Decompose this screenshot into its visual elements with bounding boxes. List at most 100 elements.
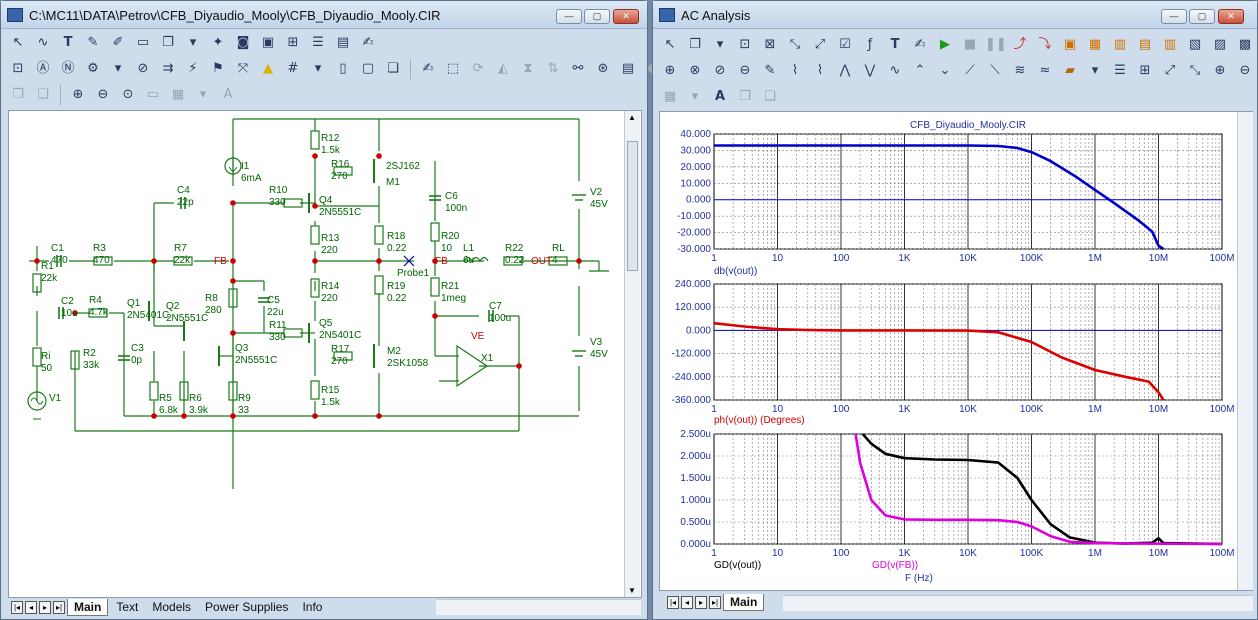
layout3-icon[interactable]: ▥ <box>1163 37 1177 52</box>
pin-connect-icon[interactable]: ⇉ <box>162 61 174 76</box>
cursor-icon[interactable]: ⤡ <box>789 37 801 52</box>
plot-horizontal-scrollbar[interactable] <box>783 595 1253 611</box>
slope-icon[interactable]: ≋ <box>1014 63 1026 78</box>
high-icon[interactable]: ⋀ <box>839 63 851 78</box>
edit-plot-icon[interactable]: ✎ <box>764 63 776 78</box>
tab-models[interactable]: Models <box>152 599 192 614</box>
zoom-out-icon[interactable]: ⊖ <box>97 87 109 102</box>
schematic-window[interactable]: C:\MC11\DATA\Petrov\CFB_Diyaudio_Mooly\C… <box>0 0 683 620</box>
binoculars-icon[interactable]: ⊛ <box>597 61 609 76</box>
node-voltages-icon[interactable]: Ⓐ <box>36 61 50 76</box>
image-tool-icon[interactable]: ▣ <box>261 35 275 50</box>
notes-icon[interactable]: ▤ <box>621 61 635 76</box>
properties-icon[interactable]: ✍ <box>422 61 434 76</box>
grid-icon[interactable]: # <box>287 61 299 76</box>
scroll-down-arrow-icon[interactable]: ▼ <box>628 586 636 595</box>
grid-toggle-icon[interactable]: ▦ <box>663 89 677 104</box>
select-tool-icon[interactable]: ↖ <box>12 35 24 50</box>
zoom-out-icon[interactable]: ⊖ <box>739 63 751 78</box>
warning-icon[interactable]: ▲ <box>263 61 273 76</box>
list-icon[interactable]: ☰ <box>1114 63 1126 78</box>
dropdown-arrow-icon[interactable]: ▾ <box>1091 63 1099 78</box>
zoom-fit-icon[interactable]: ⊙ <box>122 87 134 102</box>
power-icon[interactable]: ⚙ <box>87 61 99 76</box>
scroll-up-arrow-icon[interactable]: ▲ <box>628 113 636 122</box>
ac-titlebar[interactable]: AC Analysis — ▢ ✕ <box>653 1 1257 29</box>
next-page-icon[interactable]: ▸ <box>39 600 51 614</box>
font-icon[interactable]: A <box>714 89 726 104</box>
lightning-icon[interactable]: ⚡ <box>188 61 198 76</box>
list-tool-icon[interactable]: ☰ <box>312 35 324 50</box>
first-page-icon[interactable]: |◂ <box>11 600 23 614</box>
schematic-titlebar[interactable]: C:\MC11\DATA\Petrov\CFB_Diyaudio_Mooly\C… <box>1 1 647 29</box>
copy-tool-icon[interactable]: ❐ <box>689 37 701 52</box>
flag-icon[interactable]: ⚑ <box>212 61 224 76</box>
grid-toggle-icon[interactable]: ▦ <box>171 87 185 102</box>
layout-icon[interactable]: ▥ <box>1113 37 1127 52</box>
first-page-icon[interactable]: |◂ <box>667 595 679 609</box>
zoom-x-icon[interactable]: ⊗ <box>689 63 701 78</box>
tab-text[interactable]: Text <box>116 599 139 614</box>
zoom-region-icon[interactable]: ⊕ <box>664 63 676 78</box>
dropdown-arrow-icon[interactable]: ▾ <box>199 87 207 102</box>
mirror-icon[interactable]: ⧗ <box>523 61 533 76</box>
layout5-icon[interactable]: ▨ <box>1213 37 1227 52</box>
document-icon[interactable]: ▢ <box>361 61 375 76</box>
step-up-icon[interactable]: ⤴ <box>1013 37 1027 52</box>
step-down-icon[interactable]: ⤵ <box>1038 37 1052 52</box>
ungroup-icon[interactable]: ❏ <box>764 89 776 104</box>
schematic-vertical-scrollbar[interactable]: ▲ ▼ <box>624 111 640 597</box>
schematic-horizontal-scrollbar[interactable] <box>436 599 641 615</box>
maximize-button[interactable]: ▢ <box>584 9 610 24</box>
top-icon[interactable]: ⟋ <box>965 63 975 78</box>
step-icon[interactable]: ⇅ <box>547 61 559 76</box>
info-tool-icon[interactable]: ✦ <box>212 35 224 50</box>
minimize-button[interactable]: — <box>556 9 582 24</box>
prev-page-icon[interactable]: ◂ <box>25 600 37 614</box>
close-button[interactable]: ✕ <box>613 9 639 24</box>
node-numbers-icon[interactable]: ⊡ <box>12 61 24 76</box>
dropdown-arrow-icon[interactable]: ▾ <box>114 61 122 76</box>
layout6-icon[interactable]: ▩ <box>1238 37 1252 52</box>
camera-tool-icon[interactable]: ◙ <box>236 35 250 50</box>
wire-tool-icon[interactable]: ∿ <box>37 35 49 50</box>
tab-main[interactable]: Main <box>67 598 109 616</box>
layout4-icon[interactable]: ▧ <box>1188 37 1202 52</box>
last-page-icon[interactable]: ▸| <box>53 600 65 614</box>
fit-icon[interactable]: ⤢ <box>1164 63 1176 78</box>
dropdown-arrow-icon[interactable]: ▾ <box>189 35 197 50</box>
stop-icon[interactable]: ■ <box>963 37 977 52</box>
bottom-icon[interactable]: ⟍ <box>990 63 1000 78</box>
valley-icon[interactable]: ⌇ <box>816 63 824 78</box>
tab-power-supplies[interactable]: Power Supplies <box>205 599 289 614</box>
tab-info[interactable]: Info <box>302 599 323 614</box>
dropdown-arrow-icon[interactable]: ▾ <box>716 37 724 52</box>
wave-icon[interactable]: ≈ <box>1039 63 1051 78</box>
plot-vertical-scrollbar[interactable] <box>1237 112 1253 590</box>
scale-icon[interactable]: ⊡ <box>739 37 751 52</box>
scroll-thumb[interactable] <box>627 141 638 271</box>
group-icon[interactable]: ❐ <box>12 87 24 102</box>
run-icon[interactable]: ▶ <box>940 37 950 52</box>
zoom-out2-icon[interactable]: ⊖ <box>1239 63 1251 78</box>
edit-tool-icon[interactable]: ✍ <box>362 35 374 50</box>
pen-tool-icon[interactable]: ✐ <box>112 35 124 50</box>
global-high-icon[interactable]: ⌃ <box>914 63 926 78</box>
function-icon[interactable]: ƒ <box>867 37 873 52</box>
next-page-icon[interactable]: ▸ <box>695 595 707 609</box>
last-page-icon[interactable]: ▸| <box>709 595 721 609</box>
font-icon[interactable]: A <box>223 87 233 102</box>
dropdown-arrow-icon[interactable]: ▾ <box>691 89 699 104</box>
select-tool-icon[interactable]: ↖ <box>664 37 676 52</box>
zoom-in-icon[interactable]: ⊕ <box>1214 63 1226 78</box>
copy-tool-icon[interactable]: ❐ <box>162 35 174 50</box>
page-icon[interactable]: ▯ <box>339 61 347 76</box>
global-low-icon[interactable]: ⌄ <box>939 63 951 78</box>
dropdown-arrow-icon[interactable]: ▾ <box>314 61 322 76</box>
inflection-icon[interactable]: ∿ <box>889 63 901 78</box>
probe-icon[interactable]: ⊘ <box>137 61 149 76</box>
cursor2-icon[interactable]: ⤢ <box>814 37 826 52</box>
ungroup-icon[interactable]: ❏ <box>37 87 49 102</box>
peak-icon[interactable]: ⌇ <box>791 63 799 78</box>
